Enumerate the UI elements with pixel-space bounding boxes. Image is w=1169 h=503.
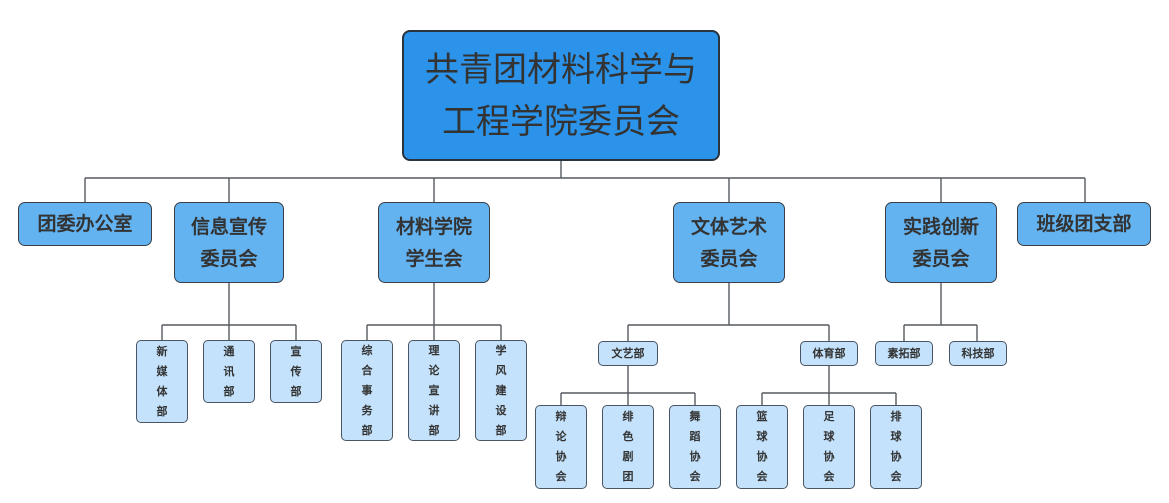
subdept-node-academic-style: 学风建设部	[475, 340, 527, 441]
vertical-label-char: 部	[290, 384, 302, 398]
dept-node-arts: 文体艺术 委员会	[673, 202, 785, 283]
vertical-label-char: 论	[555, 430, 567, 443]
vertical-label-char: 蹈	[689, 430, 701, 443]
subdept-node-technology: 科技部	[949, 341, 1007, 366]
vertical-label-char: 合	[361, 363, 373, 377]
vertical-label-char: 剧	[622, 450, 634, 463]
vertical-label-char: 务	[361, 403, 373, 417]
club-node-basketball: 篮球协会	[736, 405, 788, 489]
vertical-label-char: 新	[156, 344, 168, 358]
subdept-node-theory-lecture: 理论宣讲部	[408, 340, 460, 441]
vertical-label-char: 宣	[428, 383, 440, 397]
vertical-label-char: 部	[495, 423, 507, 437]
vertical-label-char: 团	[622, 470, 634, 483]
vertical-label-char: 传	[290, 364, 302, 378]
subdept-node-quality-expansion: 素拓部	[875, 341, 933, 366]
subgroup-node-sports: 体育部	[800, 341, 858, 366]
club-node-drama: 绯色剧团	[602, 405, 654, 489]
vertical-label-char: 讯	[223, 364, 235, 378]
vertical-label-char: 协	[555, 450, 567, 463]
vertical-label-char: 球	[756, 430, 768, 443]
vertical-label-char: 协	[823, 450, 835, 463]
root-title-line-1: 共青团材料科学与	[425, 49, 697, 90]
dept-node-office: 团委办公室	[18, 202, 152, 246]
vertical-label-char: 色	[622, 430, 634, 443]
vertical-label-char: 宣	[290, 344, 302, 358]
vertical-label-char: 篮	[756, 410, 768, 423]
vertical-label-char: 部	[156, 404, 168, 418]
dept-node-student-union: 材料学院 学生会	[378, 202, 490, 283]
vertical-label-char: 球	[823, 430, 835, 443]
vertical-label-char: 会	[555, 470, 567, 483]
dept-node-practice: 实践创新 委员会	[885, 202, 997, 283]
vertical-label-char: 辩	[555, 410, 567, 423]
vertical-label-char: 会	[823, 470, 835, 483]
vertical-label-char: 足	[823, 410, 835, 423]
vertical-label-char: 建	[495, 383, 507, 397]
vertical-label-char: 球	[890, 430, 902, 443]
subdept-node-communications: 通讯部	[203, 340, 255, 403]
vertical-label-char: 设	[495, 403, 507, 417]
vertical-label-char: 论	[428, 363, 440, 377]
vertical-label-char: 协	[689, 450, 701, 463]
subdept-node-general-affairs: 综合事务部	[341, 340, 393, 441]
vertical-label-char: 事	[361, 383, 373, 397]
vertical-label-char: 绯	[622, 410, 634, 423]
subdept-node-new-media: 新媒体部	[136, 340, 188, 423]
vertical-label-char: 部	[361, 423, 373, 437]
vertical-label-char: 综	[361, 343, 373, 357]
vertical-label-char: 协	[890, 450, 902, 463]
vertical-label-char: 通	[223, 344, 235, 358]
vertical-label-char: 媒	[156, 364, 168, 378]
vertical-label-char: 部	[223, 384, 235, 398]
vertical-label-char: 体	[156, 384, 168, 398]
root-node-youth-league-committee: 共青团材料科学与 工程学院委员会	[402, 30, 720, 161]
vertical-label-char: 排	[890, 410, 902, 423]
club-node-dance: 舞蹈协会	[669, 405, 721, 489]
vertical-label-char: 舞	[689, 410, 701, 423]
vertical-label-char: 学	[495, 343, 507, 357]
club-node-football: 足球协会	[803, 405, 855, 489]
vertical-label-char: 会	[756, 470, 768, 483]
vertical-label-char: 会	[689, 470, 701, 483]
vertical-label-char: 风	[495, 363, 507, 377]
vertical-label-char: 协	[756, 450, 768, 463]
vertical-label-char: 讲	[428, 403, 440, 417]
vertical-label-char: 会	[890, 470, 902, 483]
club-node-volleyball: 排球协会	[870, 405, 922, 489]
vertical-label-char: 部	[428, 423, 440, 437]
vertical-label-char: 理	[428, 343, 440, 357]
dept-node-publicity: 信息宣传 委员会	[174, 202, 284, 283]
root-title-line-2: 工程学院委员会	[442, 101, 680, 142]
dept-node-branch: 班级团支部	[1017, 202, 1151, 246]
subdept-node-propaganda: 宣传部	[270, 340, 322, 403]
subgroup-node-literary: 文艺部	[598, 341, 658, 366]
club-node-debate: 辩论协会	[535, 405, 587, 489]
